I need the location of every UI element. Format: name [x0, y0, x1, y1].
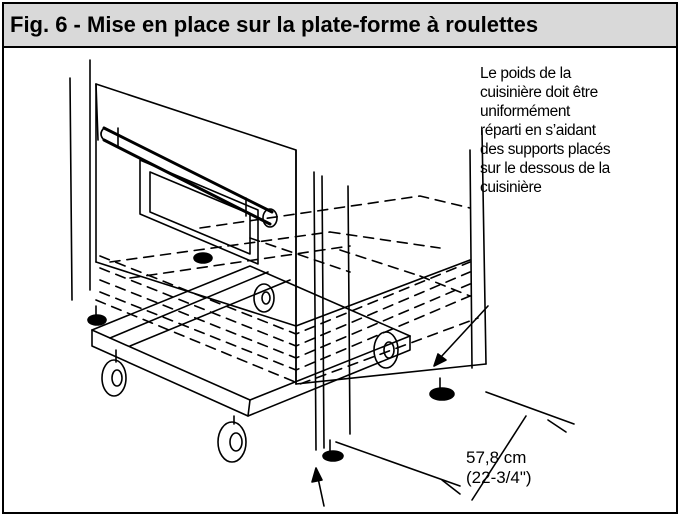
dimension-metric: 57,8 cm	[466, 448, 527, 467]
width-dimension-label: 57,8 cm (22-3/4")	[466, 448, 532, 488]
title-bar: Fig. 6 - Mise en place sur la plate-form…	[4, 4, 676, 48]
hidden-supports	[95, 195, 479, 385]
note-line: uniformément	[480, 103, 570, 120]
note-line: des supports placés	[480, 141, 611, 158]
note-line: Le poids de la	[480, 65, 571, 82]
caster-front-right	[217, 415, 247, 463]
caster-wheels	[101, 283, 399, 463]
caster-rear-left	[253, 283, 275, 313]
note-line: sur le dessous de la	[480, 160, 610, 177]
figure-title: Fig. 6 - Mise en place sur la plate-form…	[10, 12, 539, 37]
weight-distribution-note: Le poids de la cuisinière doit être unif…	[480, 64, 660, 197]
leader-arrows	[311, 305, 489, 507]
dimension-lines	[335, 391, 575, 501]
range-door	[95, 83, 297, 385]
note-line: cuisinière doit être	[480, 84, 598, 101]
note-line: réparti en s’aidant	[480, 122, 596, 139]
leg-front	[322, 439, 344, 462]
leg-rear	[193, 252, 213, 264]
caster-rear-right	[373, 331, 399, 369]
leveling-legs	[87, 252, 455, 462]
caster-front-left	[101, 349, 127, 397]
leg-left	[87, 305, 107, 326]
figure-frame: Fig. 6 - Mise en place sur la plate-form…	[2, 2, 678, 514]
leg-right	[429, 377, 455, 401]
range-side	[295, 129, 487, 451]
note-line: cuisinière	[480, 179, 542, 196]
dolly-platform	[91, 265, 411, 417]
cabinet-left-edges	[69, 59, 97, 301]
dimension-imperial: (22-3/4")	[466, 468, 532, 487]
